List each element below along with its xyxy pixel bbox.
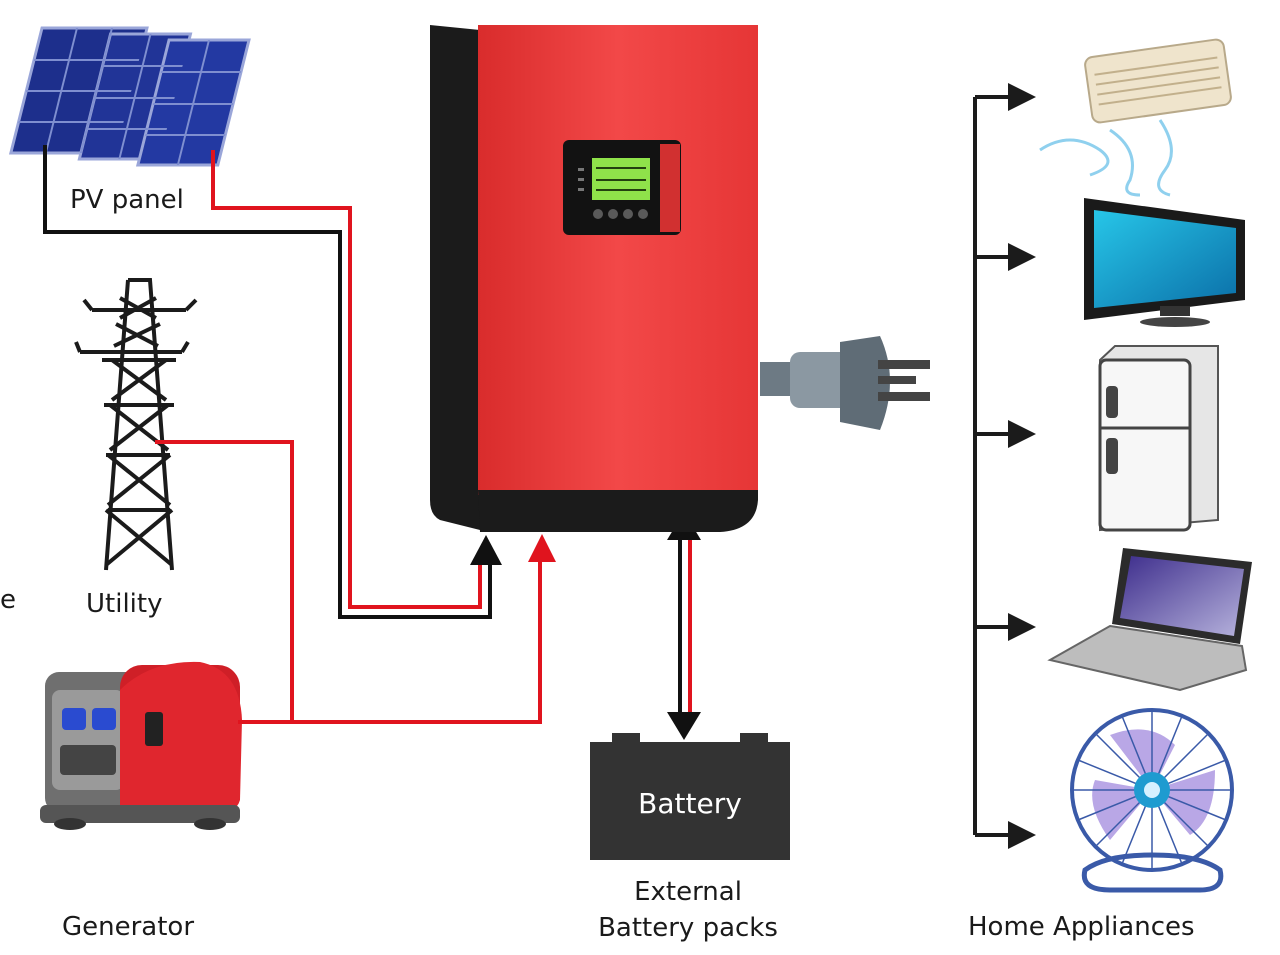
television-icon <box>1084 198 1245 327</box>
input-arrows <box>470 534 556 565</box>
pv-panel-label: PV panel <box>70 185 184 215</box>
pv-wiring <box>43 145 492 619</box>
battery-wiring <box>667 512 701 740</box>
laptop-icon <box>1047 548 1252 692</box>
utility-generator-wiring <box>155 440 542 724</box>
inverter-icon <box>430 25 758 532</box>
generator-label: Generator <box>62 912 194 942</box>
fan-icon <box>1070 708 1234 893</box>
edge-text-fragment: e <box>0 585 16 615</box>
refrigerator-icon <box>1098 345 1219 532</box>
battery-icon <box>590 733 790 860</box>
generator-icon <box>40 661 242 830</box>
utility-label: Utility <box>86 589 162 619</box>
home-appliances-label: Home Appliances <box>968 912 1195 942</box>
transmission-tower-icon <box>74 278 198 571</box>
air-conditioner-icon <box>1039 38 1232 197</box>
external-label: External <box>634 877 742 907</box>
battery-packs-label: Battery packs <box>598 913 778 943</box>
battery-label: Battery <box>638 787 742 820</box>
power-plug-icon <box>760 336 930 430</box>
appliance-bus <box>973 83 1036 849</box>
solar-panel-icon <box>8 26 251 167</box>
